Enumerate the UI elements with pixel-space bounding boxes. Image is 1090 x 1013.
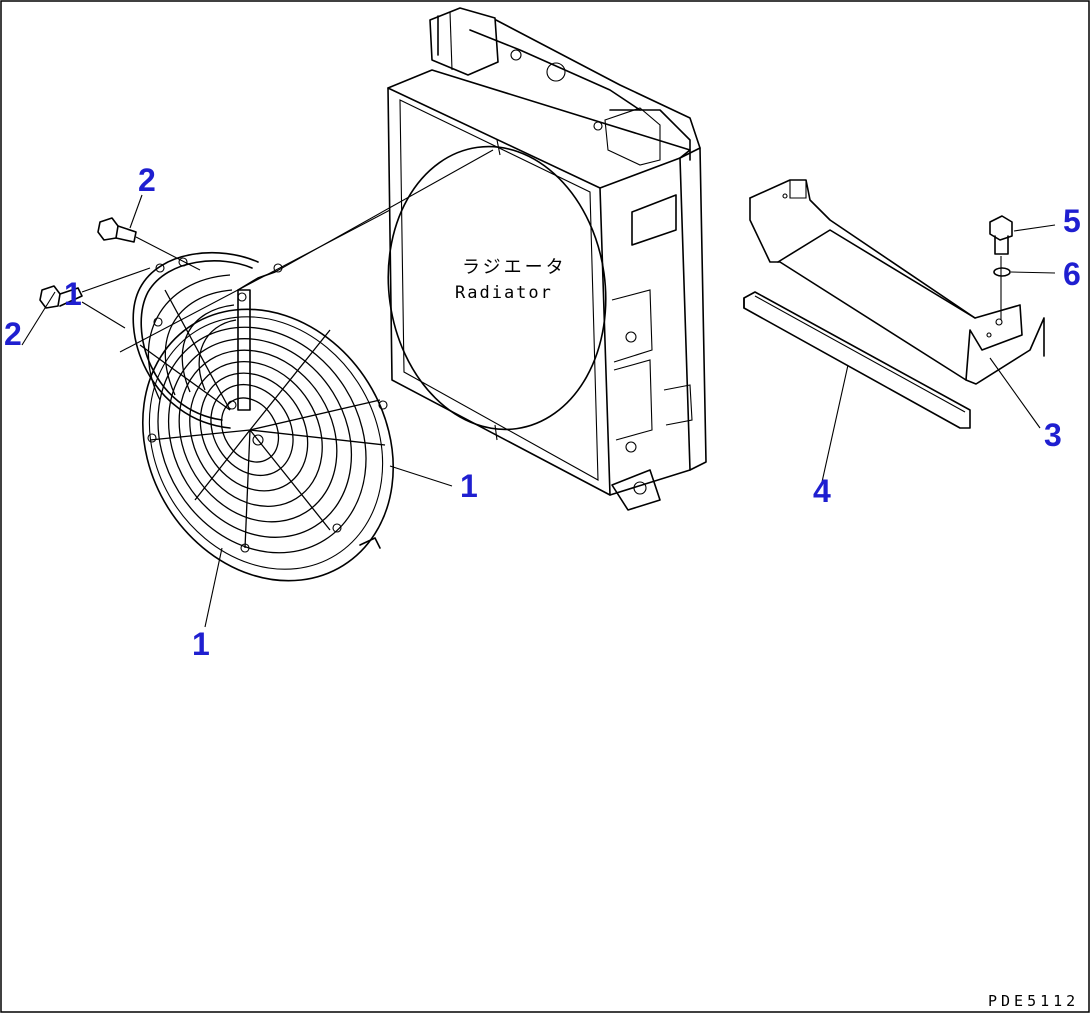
radiator-label-en: Radiator	[455, 283, 553, 303]
callout-2-lower: 2	[4, 316, 22, 352]
leader-lines	[21, 194, 1056, 628]
callout-3: 3	[1044, 417, 1062, 453]
drawing-code: PDE5112	[988, 992, 1079, 1010]
callout-6: 6	[1063, 256, 1081, 292]
radiator	[387, 7, 707, 511]
callout-2-upper: 2	[138, 162, 156, 198]
bolt-part-5	[989, 215, 1013, 320]
bracket-part-3	[749, 179, 1045, 385]
assembly-line-left	[119, 209, 391, 353]
callout-5: 5	[1063, 203, 1081, 239]
bolt-upper	[97, 217, 201, 271]
callout-1-bottom: 1	[192, 626, 210, 662]
radiator-label-jp: ラジエータ	[462, 257, 567, 278]
washer-part-6	[993, 267, 1011, 277]
bolt-lower	[39, 267, 151, 309]
callout-1-upper-left: 1	[64, 276, 82, 312]
callout-4: 4	[813, 473, 831, 509]
fan-guard	[132, 251, 395, 582]
fan-shroud-opening	[387, 145, 607, 431]
callout-1-right: 1	[460, 468, 478, 504]
rail-part-4	[743, 291, 971, 429]
